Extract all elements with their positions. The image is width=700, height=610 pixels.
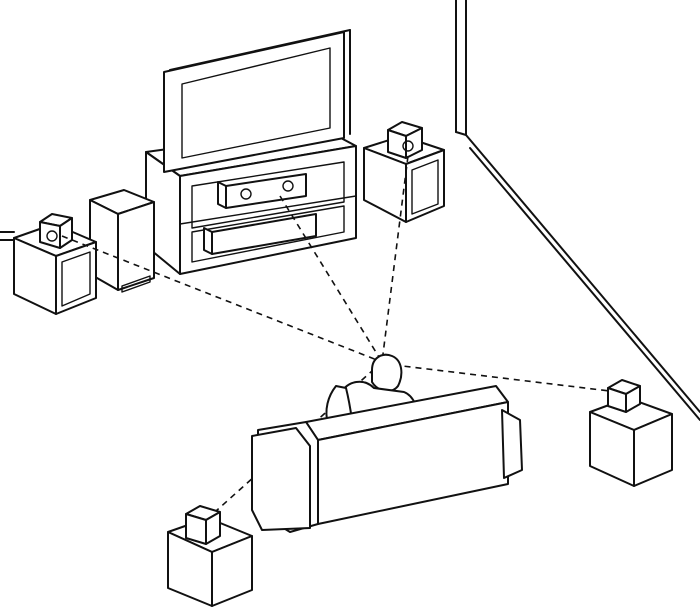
sofa [251, 385, 523, 533]
surround-left-speaker [185, 505, 221, 545]
surround-right-speaker-stand [589, 397, 673, 487]
front-right-speaker [387, 121, 423, 159]
subwoofer [89, 189, 155, 293]
center-speaker [217, 173, 307, 209]
front-right-speaker-stand [363, 135, 445, 223]
surround-right-speaker [607, 379, 641, 413]
av-receiver [203, 213, 317, 255]
surround-left-speaker-stand [167, 517, 253, 607]
front-left-speaker [39, 213, 73, 249]
tv [163, 29, 351, 173]
sound-path-lines [61, 155, 619, 521]
